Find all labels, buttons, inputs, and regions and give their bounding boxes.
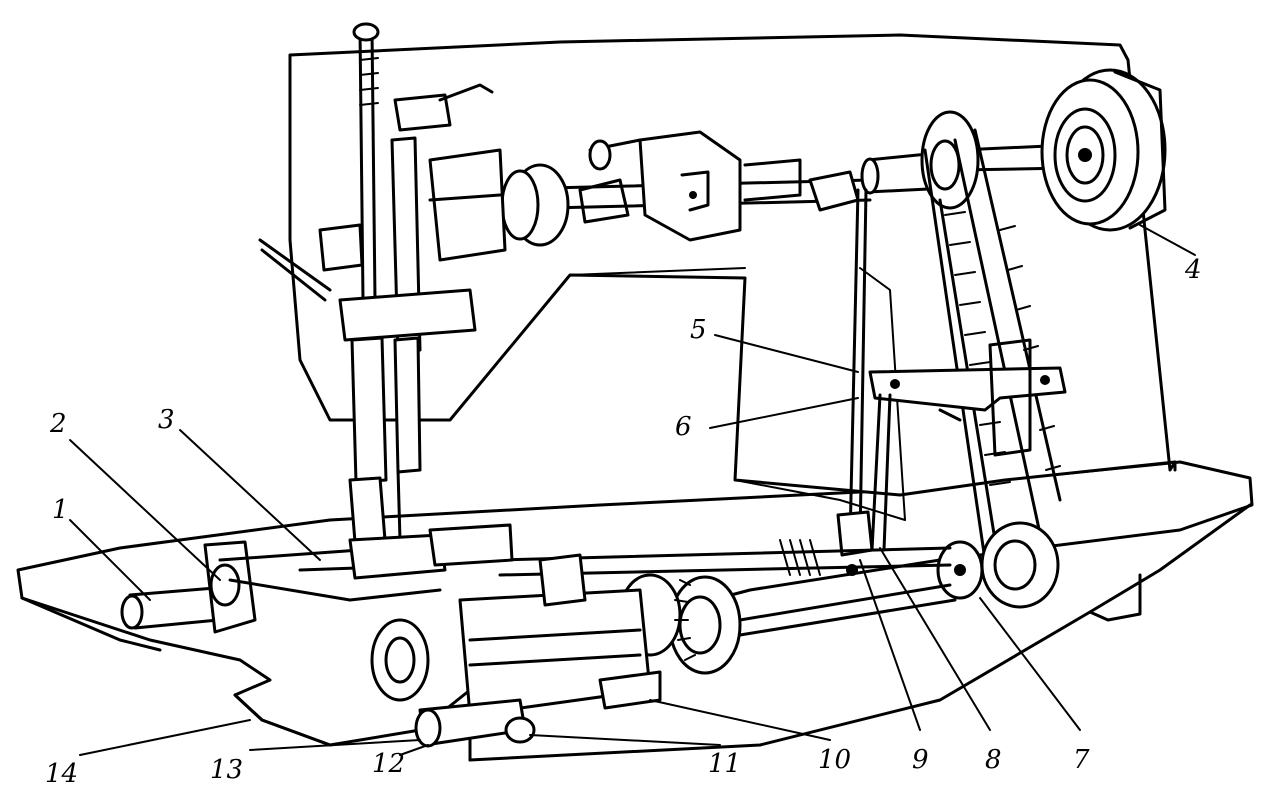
label-10: 10 [818, 745, 851, 775]
label-11: 11 [708, 749, 741, 779]
leader-lines [69, 224, 1196, 756]
feed-bracket [868, 338, 1067, 457]
label-7: 7 [1073, 745, 1090, 775]
label-1: 1 [52, 495, 69, 525]
label-2: 2 [49, 409, 67, 439]
label-9: 9 [912, 745, 929, 775]
label-3: 3 [158, 405, 175, 435]
label-6: 6 [675, 412, 692, 442]
label-14: 14 [45, 759, 78, 789]
timing-belt [920, 110, 1062, 609]
hook-assembly [370, 553, 662, 748]
label-12: 12 [372, 749, 405, 779]
label-4: 4 [1184, 255, 1202, 285]
label-8: 8 [985, 745, 1002, 775]
label-5: 5 [690, 315, 707, 345]
label-13: 13 [210, 755, 243, 785]
part-labels: 1 2 3 4 5 6 7 8 9 10 11 12 13 14 [45, 255, 1202, 789]
left-shaft [120, 540, 442, 634]
needle-bar-column [258, 22, 514, 580]
handwheel-pulley [1040, 68, 1167, 232]
